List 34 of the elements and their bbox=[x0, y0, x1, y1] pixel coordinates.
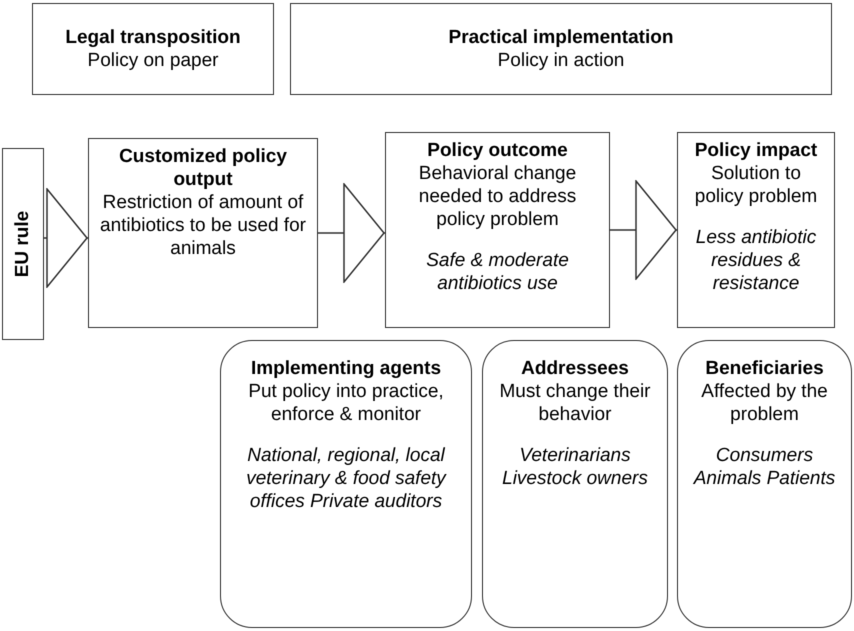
box-text: Affected by the problem bbox=[700, 380, 829, 426]
box-heading: Beneficiaries bbox=[705, 357, 824, 380]
example-text: Less antibiotic residues & resistance bbox=[694, 226, 818, 295]
stage-box bbox=[677, 132, 835, 328]
stage-box bbox=[2, 148, 44, 340]
box-heading: Implementing agents bbox=[250, 357, 442, 380]
example-text: Consumers Animals Patients bbox=[692, 444, 836, 490]
arrow bbox=[610, 180, 677, 280]
actor-box bbox=[677, 340, 852, 628]
example-text: Safe & moderate antibiotics use bbox=[425, 249, 570, 295]
actor-box bbox=[220, 340, 472, 628]
box-text: Policy on paper bbox=[88, 49, 218, 72]
box-text: Behavioral change needed to address policy problem bbox=[418, 162, 578, 231]
box-text: Put policy into practice, enforce & monitor bbox=[247, 380, 445, 426]
stage-box bbox=[385, 132, 610, 328]
phase-box bbox=[290, 3, 832, 95]
box-heading: Addressees bbox=[521, 357, 629, 380]
box-text: Policy in action bbox=[498, 49, 624, 72]
box-text: Restriction of amount of antibiotics to be used for animals bbox=[99, 191, 307, 260]
stage-box bbox=[88, 138, 318, 328]
example-text: Veterinarians Livestock owners bbox=[501, 444, 649, 490]
actor-box bbox=[482, 340, 668, 628]
arrow bbox=[318, 183, 385, 283]
phase-box bbox=[32, 3, 274, 95]
box-heading: Practical implementation bbox=[448, 26, 674, 49]
box-text: Solution to policy problem bbox=[694, 162, 818, 208]
box-heading: Policy impact bbox=[694, 139, 818, 162]
box-heading: Legal transposition bbox=[65, 26, 241, 49]
example-text: National, regional, local veterinary & food safety offices Private auditors bbox=[245, 444, 448, 513]
arrow bbox=[44, 188, 88, 288]
box-text: Must change their behavior bbox=[498, 380, 652, 426]
box-heading: Customized policy output bbox=[118, 145, 288, 191]
rotated-label: EU rule bbox=[12, 210, 34, 278]
box-heading: Policy outcome bbox=[427, 139, 568, 162]
